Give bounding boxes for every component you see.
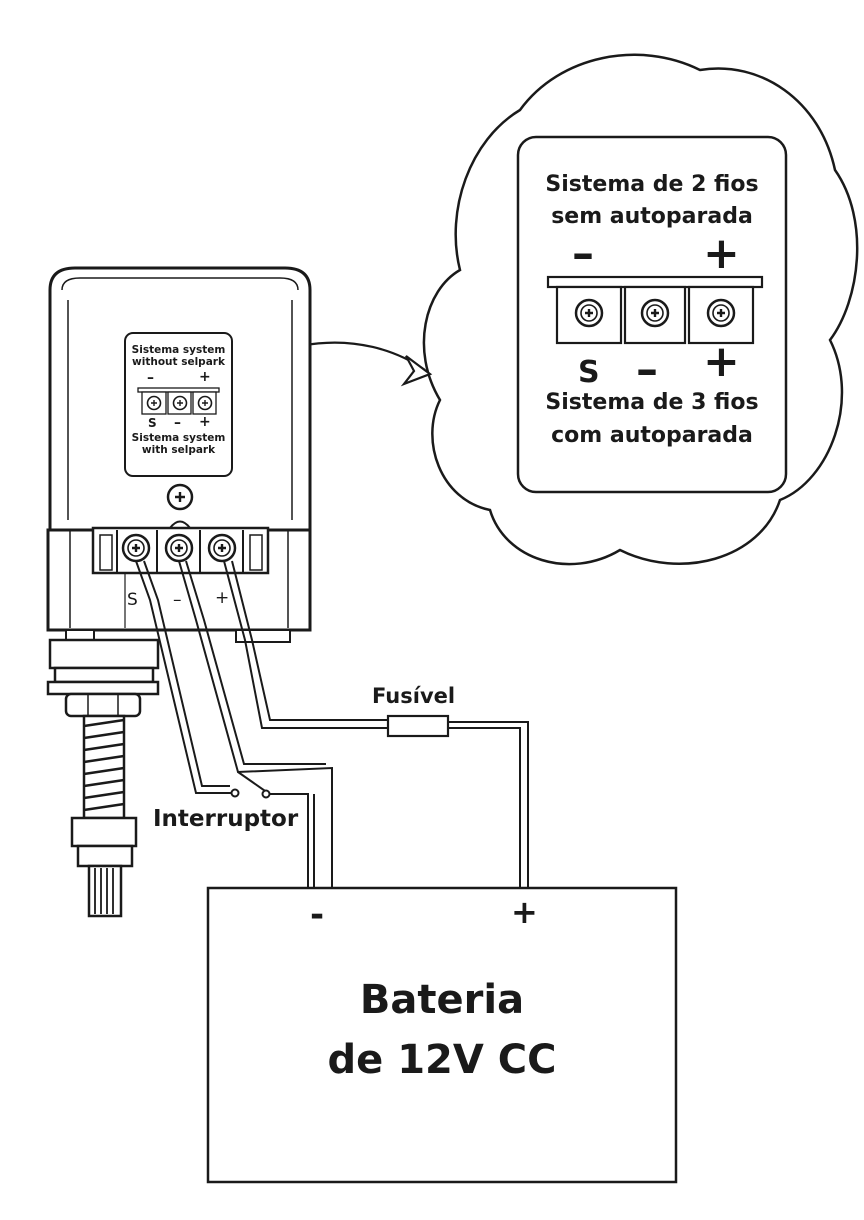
callout-title-3wire-line2: com autoparada: [551, 423, 753, 448]
battery-minus-symbol: -: [310, 895, 325, 935]
motor-label-top-minus: –: [147, 370, 154, 386]
callout-top-minus-symbol: –: [572, 228, 594, 279]
battery-label-line1: Bateria: [359, 977, 525, 1023]
terminal-plus-label: +: [215, 588, 230, 608]
battery-label-line2: de 12V CC: [327, 1037, 557, 1083]
battery-plus-symbol: +: [511, 893, 538, 931]
motor-label-top-plus: +: [199, 369, 211, 385]
motor-label-line1: Sistema system: [131, 344, 226, 356]
switch-lever: [237, 771, 269, 794]
fuse-label: Fusível: [372, 684, 456, 708]
switch-label: Interruptor: [153, 806, 299, 832]
callout-s-symbol: S: [578, 355, 600, 390]
motor-label-minus: –: [174, 415, 181, 431]
callout-bottom-plus-symbol: +: [703, 336, 740, 387]
fuse: [386, 714, 450, 738]
wire-s: [135, 560, 232, 794]
terminal-minus-label: –: [173, 590, 182, 610]
motor-label-line4: with selpark: [141, 444, 216, 456]
battery: [206, 886, 678, 1184]
callout-title-2wire-line1: Sistema de 2 fios: [545, 172, 759, 197]
callout-terminal-block: [546, 275, 764, 345]
callout-title-2wire-line2: sem autoparada: [551, 204, 753, 229]
wire-plus: [223, 560, 388, 729]
callout-bottom-minus-symbol: –: [636, 344, 658, 395]
wires: [135, 560, 529, 888]
callout-top-plus-symbol: +: [703, 228, 740, 279]
motor-label-plus: +: [199, 414, 211, 430]
wiper-motor: [46, 266, 312, 918]
motor-label-line2: without selpark: [132, 356, 225, 368]
motor-label-s: S: [148, 416, 157, 430]
callout-title-3wire-line1: Sistema de 3 fios: [545, 390, 759, 415]
motor-label-line3: Sistema system: [131, 432, 226, 444]
terminal-s-label: S: [127, 590, 138, 610]
